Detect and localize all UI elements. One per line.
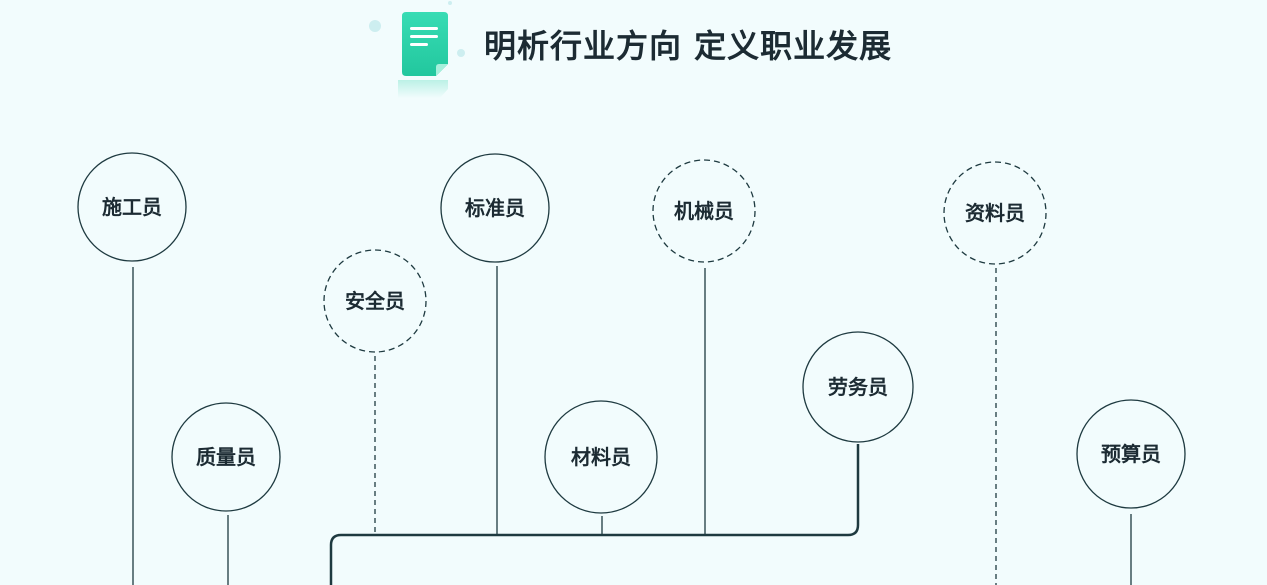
node-budget: 预算员 — [1076, 399, 1186, 509]
node-labor: 劳务员 — [802, 331, 914, 443]
node-construction: 施工员 — [77, 152, 187, 262]
node-label-safety: 安全员 — [345, 289, 405, 313]
connector-lines — [132, 266, 1132, 585]
node-label-machinery: 机械员 — [674, 199, 734, 223]
page-title: 明析行业方向 定义职业发展 — [484, 27, 893, 65]
node-machinery: 机械员 — [652, 159, 756, 263]
node-quality: 质量员 — [171, 402, 281, 512]
node-standards: 标准员 — [440, 153, 550, 263]
node-safety: 安全员 — [323, 249, 427, 353]
bus-line — [329, 444, 860, 585]
document-icon — [369, 1, 465, 98]
node-label-construction: 施工员 — [102, 195, 162, 219]
node-label-materials: 材料员 — [571, 445, 631, 469]
node-label-quality: 质量员 — [196, 445, 256, 469]
node-label-labor: 劳务员 — [828, 375, 888, 399]
node-documents: 资料员 — [943, 161, 1047, 265]
node-materials: 材料员 — [544, 400, 658, 514]
node-label-budget: 预算员 — [1101, 442, 1161, 466]
node-label-standards: 标准员 — [465, 196, 525, 220]
header: 明析行业方向 定义职业发展 — [0, 0, 1267, 100]
node-label-documents: 资料员 — [965, 201, 1025, 225]
